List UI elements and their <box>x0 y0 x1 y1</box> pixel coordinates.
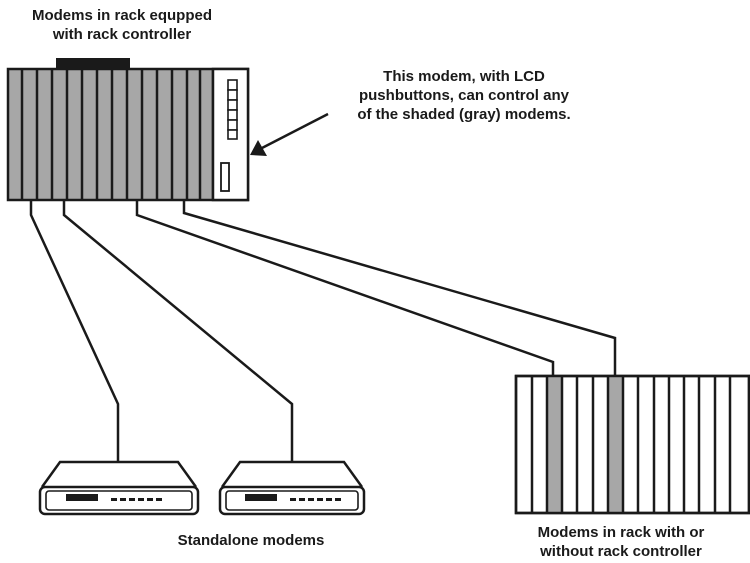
controller-label-line3: of the shaded (gray) modems. <box>357 106 570 123</box>
top-rack-label-line2: with rack controller <box>52 26 192 43</box>
top-rack-with-controller <box>6 58 250 202</box>
controller-label-line2: pushbuttons, can control any <box>359 87 570 104</box>
controller-label-line1: This modem, with LCD <box>383 68 545 85</box>
standalone-modem-1 <box>38 460 200 516</box>
shaded-rack-modem-b <box>608 376 623 513</box>
modem-led-indicators-icon <box>290 498 341 501</box>
bottom-rack-label-line2: without rack controller <box>539 543 702 560</box>
rack-controller-handle <box>56 58 130 69</box>
modem-display-icon <box>245 494 277 501</box>
controller-pointer-arrow <box>250 112 329 156</box>
top-rack-label-line1: Modems in rack equpped <box>32 7 212 24</box>
cable-to-standalone-modem-2 <box>62 200 294 462</box>
cable-to-rack-modem-b <box>182 200 617 376</box>
cable-to-standalone-modem-1 <box>29 200 120 462</box>
bottom-rack-label-line1: Modems in rack with or <box>538 524 705 541</box>
shaded-rack-modem-a <box>547 376 562 513</box>
standalone-modem-2 <box>218 460 366 516</box>
connection-cables <box>29 200 617 462</box>
lcd-display-icon <box>220 162 230 192</box>
modem-led-indicators-icon <box>111 498 162 501</box>
bottom-rack <box>514 374 750 515</box>
cable-to-rack-modem-a <box>135 200 555 376</box>
lcd-pushbuttons-icon <box>227 79 238 140</box>
modem-display-icon <box>66 494 98 501</box>
bottom-rack-slot-dividers <box>530 376 732 513</box>
standalone-modems-label: Standalone modems <box>178 532 325 549</box>
